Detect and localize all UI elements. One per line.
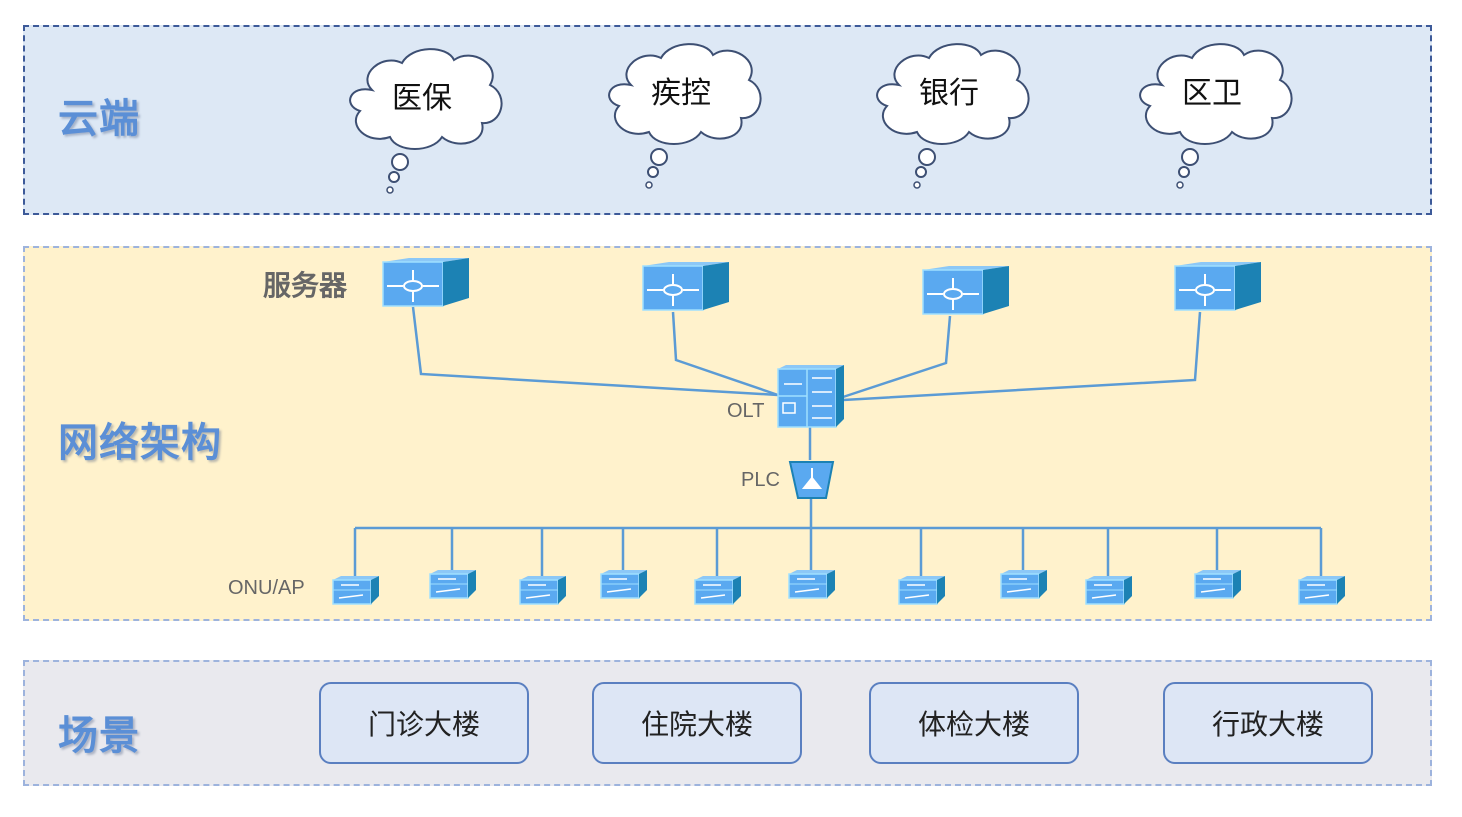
onu-ap-device-icon-4 [600,570,647,599]
cloud-3: 银行 [869,40,1039,190]
onu-ap-device-icon-10 [1194,570,1241,599]
plc-label: PLC [741,469,780,491]
thought-cloud-icon [1139,43,1293,189]
onu-ap-device-icon-11 [1298,576,1345,605]
cloud-2: 疾控 [601,40,771,190]
onu-ap-device-icon-8 [1000,570,1047,599]
onu-ap-label: ONU/AP [228,577,305,599]
link-server-2 [671,311,779,397]
thought-cloud-icon [608,43,762,189]
cloud-label: 区卫 [1182,76,1242,111]
link-server-1 [411,306,779,397]
link-server-4 [842,311,1202,402]
onu-ap-device-icon-2 [429,570,476,599]
onu-ap-device-icon-6 [788,570,835,599]
thought-cloud-icon [349,48,503,194]
scene-admin-building[interactable]: 行政大楼 [1163,682,1373,764]
olt-label: OLT [727,400,765,422]
thought-cloud-icon [876,43,1030,189]
scene-checkup-building[interactable]: 体检大楼 [869,682,1079,764]
olt-device-icon [777,365,844,428]
server-switch-icon-4 [1174,262,1261,311]
server-switch-icon-1 [382,258,469,307]
cloud-label: 疾控 [651,76,711,111]
onu-ap-device-icon-1 [332,576,379,605]
cloud-label: 医保 [392,81,452,116]
server-label: 服务器 [263,269,348,302]
scene-section-label: 场景 [58,713,140,759]
cloud-label: 银行 [919,76,979,111]
onu-ap-device-icon-3 [519,576,566,605]
cloud-section-label: 云端 [58,96,140,142]
onu-ap-device-icon-7 [898,576,945,605]
network-section-label: 网络架构 [58,420,222,466]
scene-inpatient-building[interactable]: 住院大楼 [592,682,802,764]
cloud-1: 医保 [342,45,512,195]
onu-ap-device-icon-9 [1085,576,1132,605]
scene-outpatient-building[interactable]: 门诊大楼 [319,682,529,764]
onu-ap-device-icon-5 [694,576,741,605]
cloud-4: 区卫 [1132,40,1302,190]
link-server-3 [842,315,952,399]
server-switch-icon-2 [642,262,729,311]
server-switch-icon-3 [922,266,1009,315]
plc-glyph-icon [801,468,823,489]
